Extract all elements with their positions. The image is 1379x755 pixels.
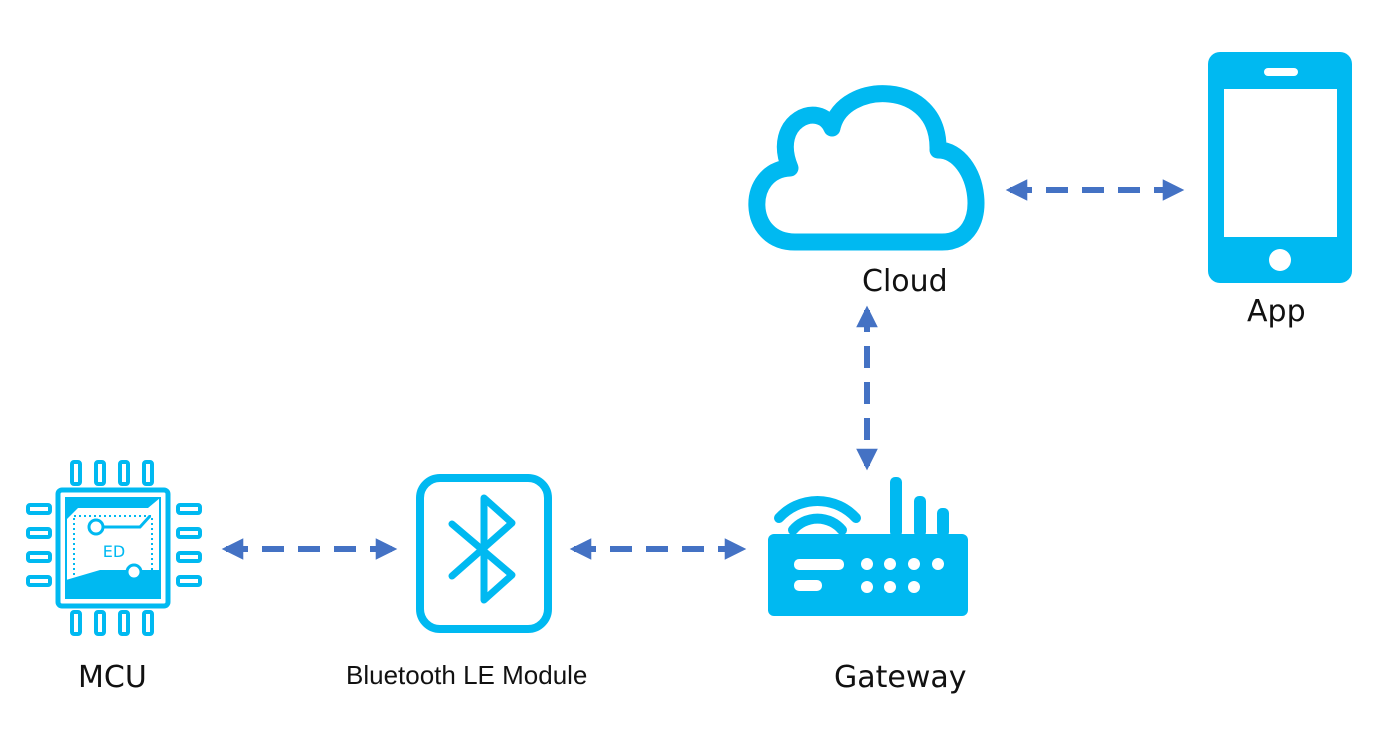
gateway-label: Gateway: [834, 660, 967, 695]
mcu-label: MCU: [78, 660, 147, 695]
ble-module-label: Bluetooth LE Module: [346, 660, 588, 690]
router-icon: [768, 477, 968, 616]
cloud-label: Cloud: [862, 264, 948, 299]
smartphone-icon: [1208, 52, 1352, 283]
app-label: App: [1247, 294, 1306, 329]
bluetooth-icon: [416, 474, 552, 633]
chip-text: ED: [103, 542, 125, 561]
cloud-icon: [748, 85, 985, 251]
microchip-icon: ED: [26, 460, 202, 636]
